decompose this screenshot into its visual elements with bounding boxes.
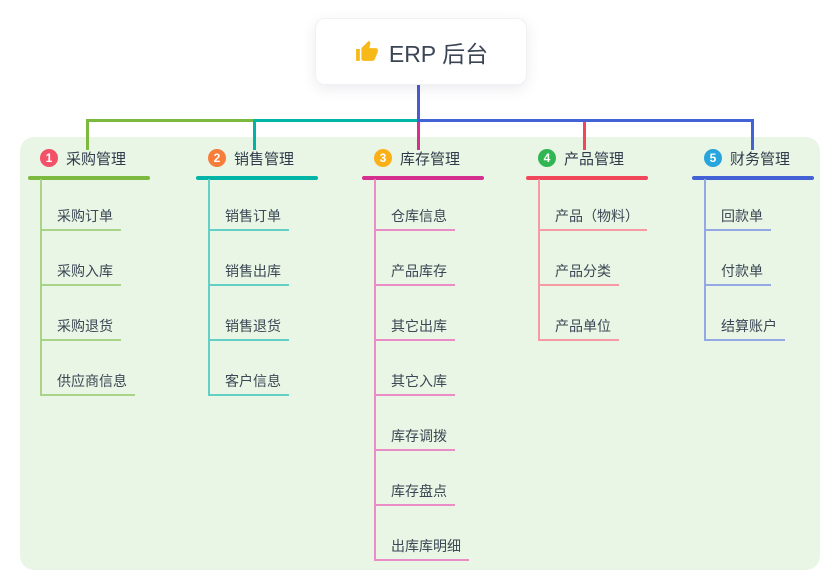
branch-drop-line — [417, 119, 420, 150]
child-label: 采购退货 — [57, 318, 113, 334]
horizontal-connector — [86, 119, 256, 122]
root-node[interactable]: ERP 后台 — [315, 18, 527, 85]
child-item[interactable]: 产品（物料） — [538, 207, 647, 231]
child-item[interactable]: 供应商信息 — [40, 372, 135, 396]
child-label: 产品（物料） — [555, 208, 639, 224]
branch-title-4[interactable]: 4 产品管理 — [538, 148, 624, 168]
branch-trunk-line — [208, 179, 210, 396]
branch-label: 库存管理 — [400, 150, 461, 168]
thumbs-up-icon — [354, 39, 379, 64]
branch-title-5[interactable]: 5 财务管理 — [704, 148, 790, 168]
branch-title-underline — [692, 176, 814, 180]
child-label: 付款单 — [721, 263, 763, 279]
branch-badge: 2 — [208, 149, 226, 167]
child-label: 结算账户 — [721, 318, 777, 334]
child-item[interactable]: 回款单 — [704, 207, 771, 231]
branch-title-1[interactable]: 1 采购管理 — [40, 148, 126, 168]
child-label: 库存调拨 — [391, 428, 447, 444]
child-item[interactable]: 结算账户 — [704, 317, 785, 341]
branch-badge: 4 — [538, 149, 556, 167]
child-label: 出库库明细 — [391, 538, 461, 554]
branch-drop-line — [583, 119, 586, 150]
child-item[interactable]: 销售订单 — [208, 207, 289, 231]
root-label: ERP 后台 — [388, 40, 489, 67]
child-label: 产品单位 — [555, 318, 611, 334]
child-item[interactable]: 采购订单 — [40, 207, 121, 231]
branch-trunk-line — [40, 179, 42, 396]
child-item[interactable]: 采购退货 — [40, 317, 121, 341]
child-item[interactable]: 客户信息 — [208, 372, 289, 396]
branch-drop-line — [86, 119, 89, 150]
child-label: 客户信息 — [225, 373, 281, 389]
branch-label: 销售管理 — [234, 150, 295, 168]
horizontal-connector — [253, 119, 420, 122]
root-connector-line — [417, 83, 420, 121]
child-item[interactable]: 库存调拨 — [374, 427, 455, 451]
child-label: 采购订单 — [57, 208, 113, 224]
branches-panel — [20, 137, 820, 570]
child-label: 供应商信息 — [57, 373, 127, 389]
child-label: 销售退货 — [225, 318, 281, 334]
child-item[interactable]: 产品库存 — [374, 262, 455, 286]
branch-title-underline — [526, 176, 648, 180]
child-label: 产品分类 — [555, 263, 611, 279]
child-item[interactable]: 采购入库 — [40, 262, 121, 286]
branch-trunk-line — [538, 179, 540, 341]
child-item[interactable]: 销售出库 — [208, 262, 289, 286]
child-item[interactable]: 出库库明细 — [374, 537, 469, 561]
child-item[interactable]: 其它入库 — [374, 372, 455, 396]
child-label: 库存盘点 — [391, 483, 447, 499]
child-label: 回款单 — [721, 208, 763, 224]
branch-title-3[interactable]: 3 库存管理 — [374, 148, 460, 168]
branch-badge: 3 — [374, 149, 392, 167]
branch-label: 采购管理 — [66, 150, 127, 168]
child-item[interactable]: 产品单位 — [538, 317, 619, 341]
branch-trunk-line — [704, 179, 706, 341]
branch-title-underline — [28, 176, 150, 180]
child-item[interactable]: 其它出库 — [374, 317, 455, 341]
child-item[interactable]: 仓库信息 — [374, 207, 455, 231]
branch-badge: 1 — [40, 149, 58, 167]
child-label: 销售订单 — [225, 208, 281, 224]
child-item[interactable]: 产品分类 — [538, 262, 619, 286]
horizontal-connector — [417, 119, 754, 122]
child-item[interactable]: 库存盘点 — [374, 482, 455, 506]
branch-drop-line — [751, 119, 754, 150]
child-label: 销售出库 — [225, 263, 281, 279]
branch-trunk-line — [374, 179, 376, 561]
child-label: 其它出库 — [391, 318, 447, 334]
child-label: 其它入库 — [391, 373, 447, 389]
branch-title-underline — [196, 176, 318, 180]
child-label: 仓库信息 — [391, 208, 447, 224]
branch-label: 产品管理 — [564, 150, 625, 168]
child-item[interactable]: 付款单 — [704, 262, 771, 286]
branch-badge: 5 — [704, 149, 722, 167]
child-label: 产品库存 — [391, 263, 447, 279]
branch-title-2[interactable]: 2 销售管理 — [208, 148, 294, 168]
branch-drop-line — [253, 119, 256, 150]
branch-title-underline — [362, 176, 484, 180]
branch-label: 财务管理 — [730, 150, 791, 168]
child-item[interactable]: 销售退货 — [208, 317, 289, 341]
child-label: 采购入库 — [57, 263, 113, 279]
